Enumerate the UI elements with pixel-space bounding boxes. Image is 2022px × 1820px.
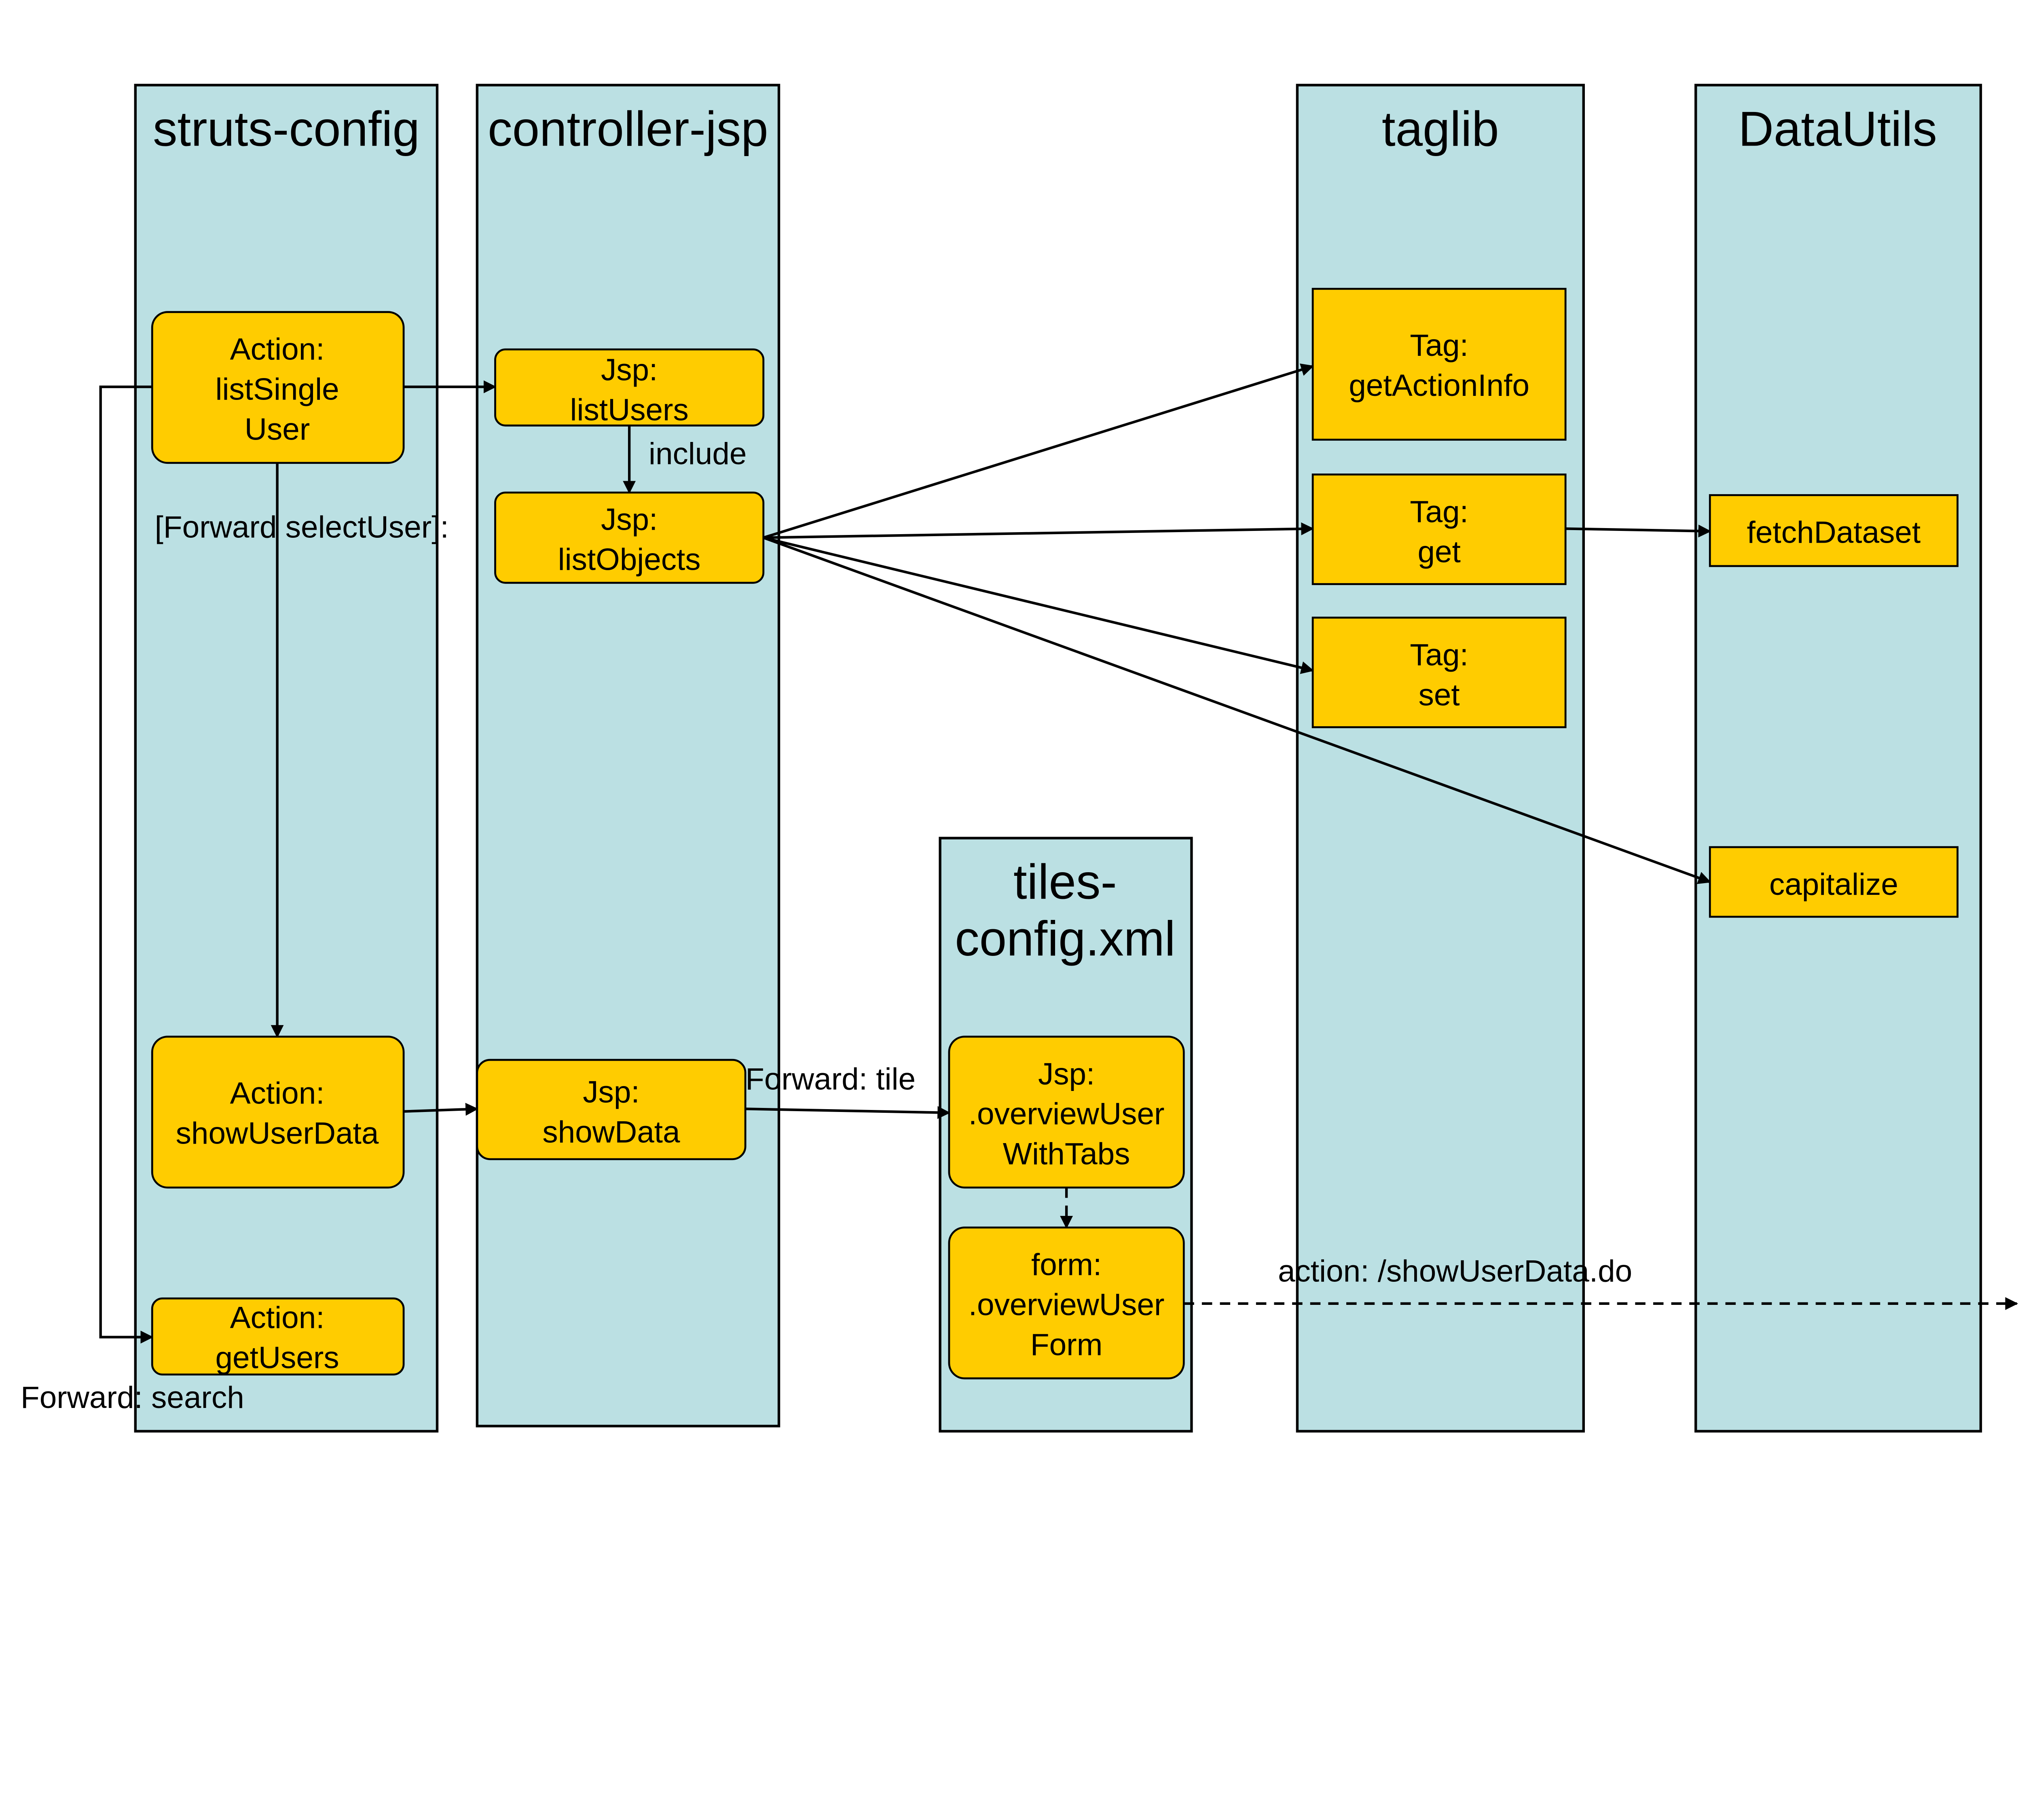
label-forward-search: Forward: search — [21, 1380, 244, 1415]
lane-controller-jsp: controller-jsp — [476, 84, 780, 1427]
arrow-listobjects-get — [763, 522, 1314, 539]
lane-struts-config: struts-config — [134, 84, 439, 1433]
node-text: form: — [1031, 1248, 1102, 1282]
svg-text:Tag:get: Tag: get — [1410, 495, 1468, 569]
node-text: showData — [542, 1115, 680, 1149]
svg-text:Action:showUserData: Action: showUserData — [176, 1076, 379, 1151]
lane-title: taglib — [1382, 101, 1499, 156]
node-get[interactable]: Tag: get — [1311, 473, 1567, 585]
node-text: Jsp: — [601, 503, 658, 537]
node-capitalize[interactable]: capitalize — [1709, 846, 1959, 918]
svg-text:Jsp:listUsers: Jsp: listUsers — [570, 353, 688, 427]
node-text: listUsers — [570, 393, 688, 427]
node-text: Action: — [230, 332, 325, 367]
node-text: listObjects — [558, 542, 701, 577]
node-listusers[interactable]: Jsp: listUsers — [494, 348, 765, 427]
node-text: WithTabs — [1003, 1137, 1130, 1171]
node-text: Form — [1030, 1327, 1103, 1362]
node-fetchdataset[interactable]: fetchDataset — [1709, 494, 1959, 567]
node-getactioninfo[interactable]: Tag: getActionInfo — [1311, 287, 1567, 441]
svg-text:Jsp:listObjects: Jsp: listObjects — [558, 503, 701, 577]
lane-taglib: taglib — [1296, 84, 1585, 1433]
node-text: Jsp: — [601, 353, 658, 387]
arrow-forward-tile — [745, 1106, 951, 1119]
node-text: getActionInfo — [1349, 368, 1529, 403]
node-set[interactable]: Tag: set — [1311, 617, 1567, 728]
lane-title: DataUtils — [1738, 101, 1937, 156]
diagram: struts-config controller-jsp tiles-confi… — [21, 84, 2018, 1433]
node-showuserdata[interactable]: Action: showUserData — [151, 1036, 405, 1189]
node-text: fetchDataset — [1747, 515, 1921, 550]
node-getusers[interactable]: Action: getUsers — [151, 1297, 405, 1376]
node-text: Tag: — [1410, 495, 1468, 529]
node-text: listSingle — [215, 372, 339, 407]
node-text: User — [245, 412, 310, 446]
svg-text:Tag:set: Tag: set — [1410, 638, 1468, 712]
node-text: Jsp: — [583, 1075, 639, 1109]
node-text: .overviewUser — [969, 1288, 1165, 1322]
arrow-listobjects-set — [763, 536, 1314, 674]
connectors — [99, 363, 2018, 1344]
label-forward-tile: Forward: tile — [745, 1062, 916, 1097]
label-include: include — [649, 437, 747, 471]
node-text: set — [1419, 678, 1460, 712]
arrow-get-fetchdataset — [1565, 524, 1711, 538]
node-showdata[interactable]: Jsp: showData — [476, 1059, 747, 1160]
svg-text:Action:getUsers: Action: getUsers — [215, 1300, 339, 1375]
node-text: get — [1417, 535, 1460, 569]
lane-title: config.xml — [955, 911, 1175, 966]
label-forward-selectuser: [Forward selectUser]: — [155, 510, 449, 545]
arrow-forward-search — [99, 385, 154, 1344]
svg-text:Jsp:showData: Jsp: showData — [542, 1075, 680, 1149]
lane-datautils: DataUtils — [1694, 84, 1982, 1433]
svg-text:Tag:getActionInfo: Tag: getActionInfo — [1349, 328, 1529, 403]
svg-text:tiles-config.xml: tiles-config.xml — [955, 854, 1175, 966]
node-text: getUsers — [215, 1340, 339, 1375]
node-text: Jsp: — [1038, 1057, 1095, 1091]
arrow-listobjects-getactioninfo — [763, 363, 1314, 539]
node-text: capitalize — [1769, 867, 1898, 902]
node-text: Action: — [230, 1300, 325, 1335]
node-text: Tag: — [1410, 638, 1468, 672]
node-text: Action: — [230, 1076, 325, 1111]
arrow-listobjects-capitalize — [763, 536, 1711, 884]
lane-title: struts-config — [153, 101, 420, 156]
lane-title: controller-jsp — [488, 101, 768, 156]
node-text: showUserData — [176, 1116, 379, 1150]
label-action-showuserdata: action: /showUserData.do — [1278, 1254, 1632, 1289]
lane-title: tiles- — [1013, 854, 1117, 909]
arrow-showuserdata-showdata — [403, 1103, 479, 1116]
node-text: Tag: — [1410, 328, 1468, 363]
node-listobjects[interactable]: Jsp: listObjects — [494, 491, 765, 584]
node-text: .overviewUser — [969, 1097, 1165, 1131]
